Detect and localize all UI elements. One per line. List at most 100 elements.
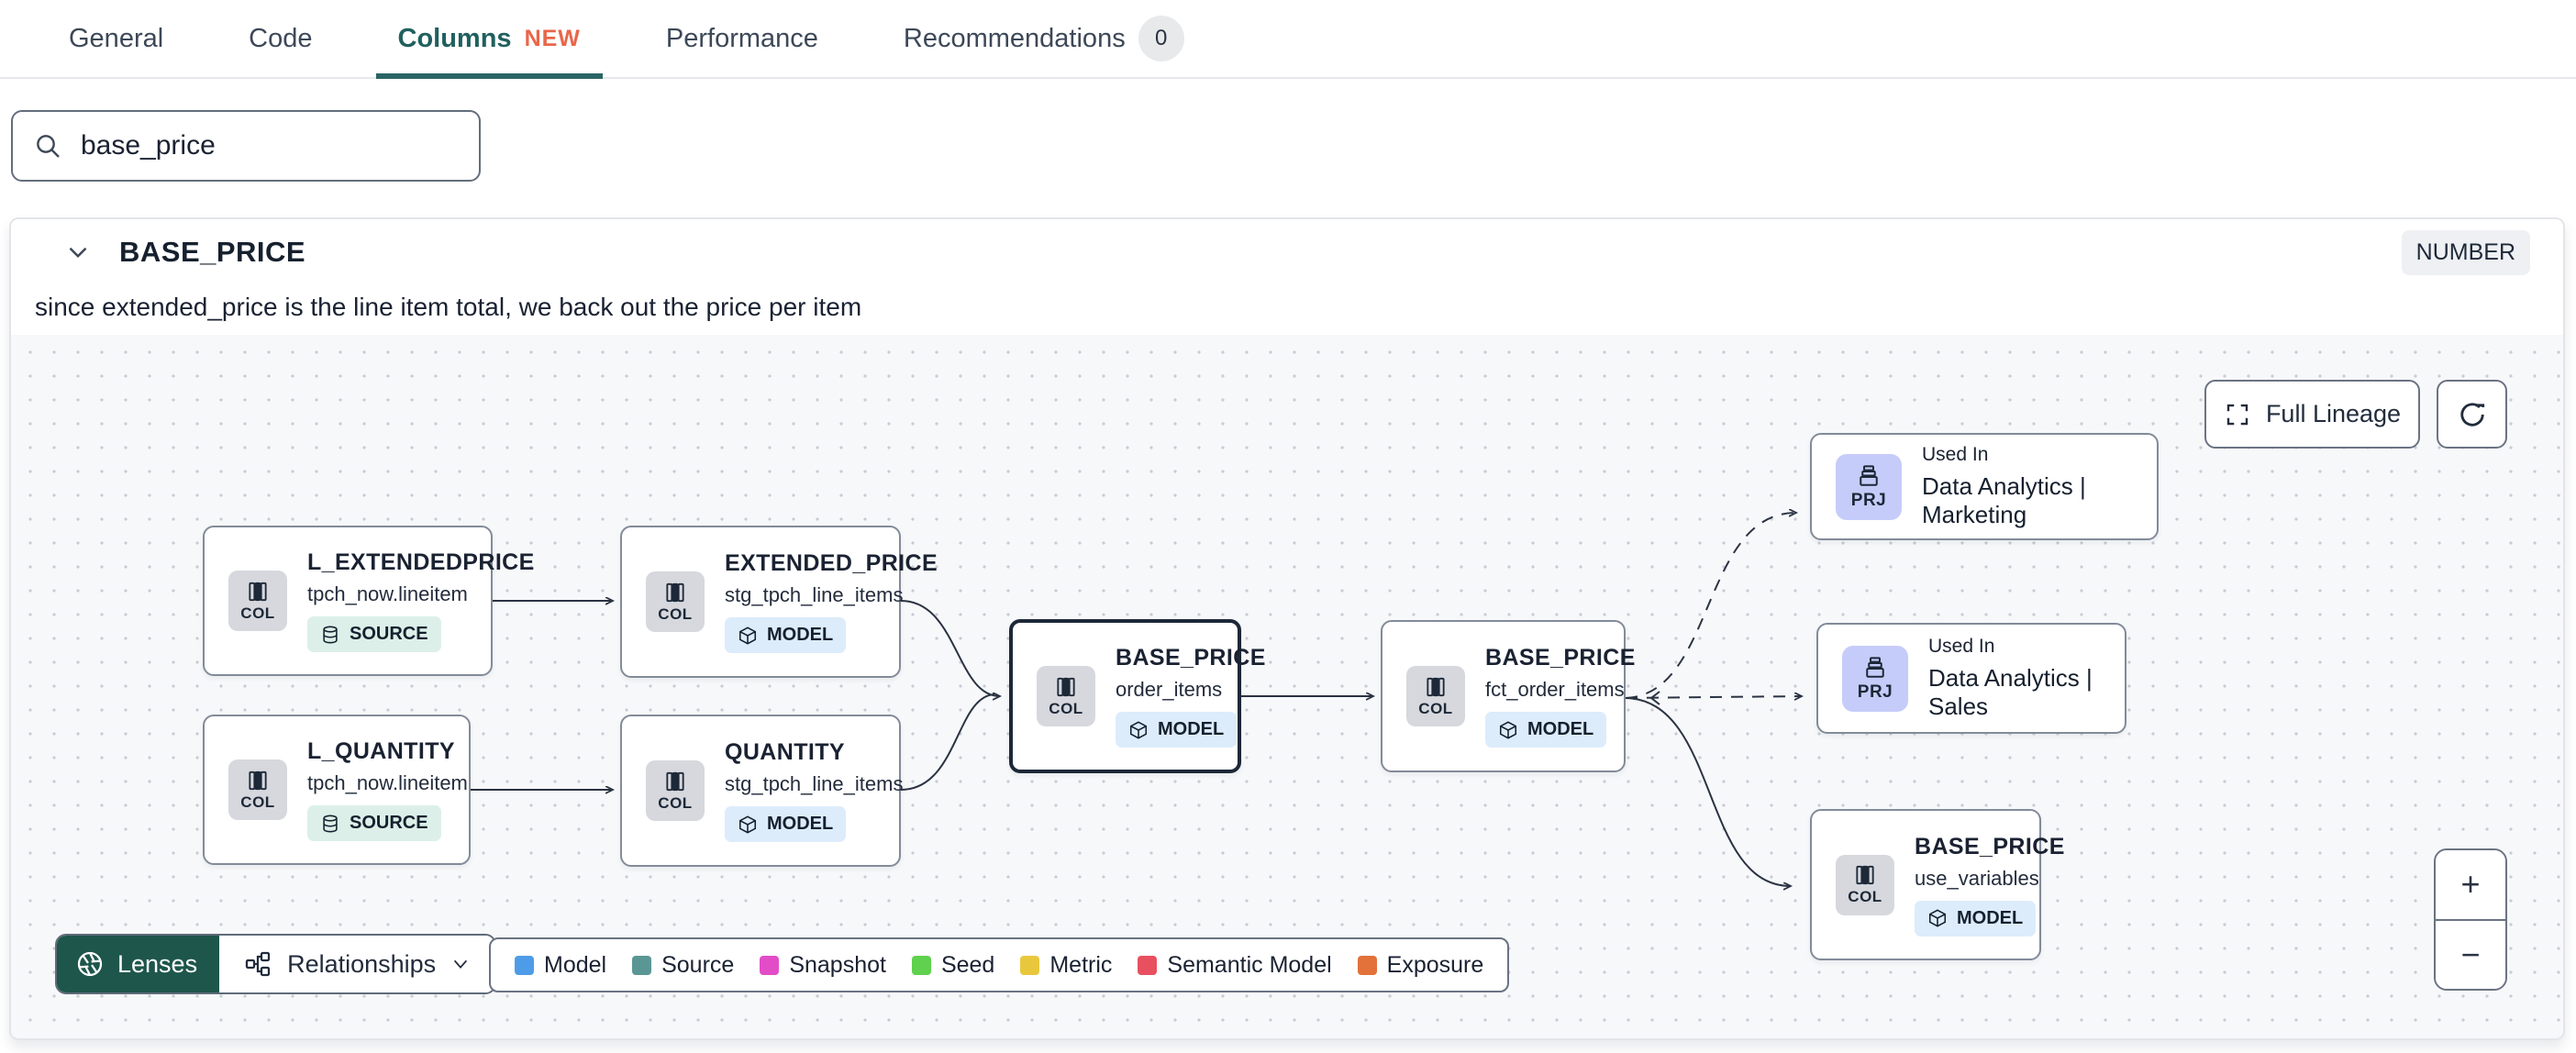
collapse-chevron-icon[interactable] bbox=[62, 237, 94, 268]
columns-icon bbox=[666, 582, 684, 602]
chevron-down-icon bbox=[454, 959, 468, 970]
column-name: BASE_PRICE bbox=[119, 236, 306, 268]
model-badge: MODEL bbox=[1116, 712, 1238, 748]
columns-icon bbox=[249, 582, 267, 601]
tab-label: Performance bbox=[665, 23, 818, 53]
lineage-node-base-price-use-variables[interactable]: COL BASE_PRICE use_variables MODEL bbox=[1810, 809, 2064, 960]
lenses-button[interactable]: Lenses bbox=[57, 936, 220, 992]
model-badge: MODEL bbox=[1485, 712, 1607, 748]
columns-icon bbox=[1057, 677, 1075, 696]
node-subtitle: stg_tpch_line_items bbox=[725, 772, 904, 795]
zoom-controls: + − bbox=[2434, 848, 2507, 991]
relationships-dropdown[interactable]: Relationships bbox=[219, 936, 495, 992]
model-badge: MODEL bbox=[725, 617, 847, 653]
node-subtitle: stg_tpch_line_items bbox=[725, 583, 904, 606]
legend-item: Model bbox=[515, 952, 606, 979]
search-icon bbox=[37, 135, 60, 158]
relationships-icon bbox=[245, 951, 271, 977]
column-chip: COL bbox=[228, 571, 287, 631]
legend-swatch bbox=[1020, 955, 1040, 975]
project-stack-icon bbox=[1866, 657, 1884, 678]
legend-swatch bbox=[911, 955, 931, 975]
lineage-node-used-in-sales[interactable]: PRJ Used In Data Analytics | Sales bbox=[1816, 623, 2126, 734]
legend-item: Seed bbox=[911, 951, 995, 979]
lens-toolbar: Lenses Relationships bbox=[55, 934, 497, 994]
tab-label: Columns bbox=[397, 23, 512, 53]
lineage-node-base-price-order-items[interactable]: COL BASE_PRICE order_items MODEL bbox=[1009, 619, 1265, 773]
column-chip: COL bbox=[646, 760, 705, 821]
columns-icon bbox=[1856, 865, 1874, 885]
search-row bbox=[0, 79, 2576, 182]
node-subtitle: order_items bbox=[1116, 678, 1223, 701]
lineage-node-l-extendedprice[interactable]: COL L_EXTENDEDPRICE tpch_now.lineitem SO… bbox=[203, 526, 534, 676]
legend-item: Snapshot bbox=[760, 952, 886, 979]
node-title: BASE_PRICE bbox=[1116, 645, 1266, 671]
tab-general[interactable]: General bbox=[47, 0, 185, 77]
tab-bar: General Code Columns NEW Performance Rec… bbox=[0, 0, 2576, 79]
legend-swatch bbox=[1138, 955, 1158, 975]
legend-swatch bbox=[1357, 955, 1377, 975]
columns-icon bbox=[666, 771, 684, 791]
used-in-label: Used In bbox=[1928, 636, 1995, 657]
tab-label: General bbox=[69, 23, 164, 53]
column-chip: COL bbox=[1037, 666, 1095, 726]
lineage-node-used-in-marketing[interactable]: PRJ Used In Data Analytics | Marketing bbox=[1810, 433, 2159, 540]
cube-icon bbox=[1928, 909, 1947, 927]
node-title: Data Analytics | Sales bbox=[1928, 664, 2093, 720]
lineage-node-base-price-fct-order-items[interactable]: COL BASE_PRICE fct_order_items MODEL bbox=[1381, 620, 1635, 772]
column-chip: COL bbox=[1406, 666, 1465, 726]
column-panel: BASE_PRICE NUMBER since extended_price i… bbox=[9, 217, 2565, 1040]
column-description: since extended_price is the line item to… bbox=[35, 293, 862, 321]
aperture-icon bbox=[77, 951, 103, 977]
legend-label: Model bbox=[544, 951, 607, 978]
node-subtitle: use_variables bbox=[1915, 866, 2039, 890]
legend-label: Snapshot bbox=[789, 951, 886, 978]
column-panel-header: BASE_PRICE NUMBER bbox=[11, 219, 2563, 285]
node-title: QUANTITY bbox=[725, 739, 845, 765]
cube-icon bbox=[1499, 720, 1517, 739]
columns-icon bbox=[249, 770, 267, 790]
source-badge: SOURCE bbox=[307, 616, 441, 652]
lineage-node-l-quantity[interactable]: COL L_QUANTITY tpch_now.lineitem SOURCE bbox=[203, 715, 471, 865]
tab-performance[interactable]: Performance bbox=[644, 0, 840, 77]
zoom-out-button[interactable]: − bbox=[2436, 920, 2505, 989]
legend-item: Metric bbox=[1020, 952, 1112, 979]
legend-label: Source bbox=[661, 951, 735, 978]
lineage-node-quantity[interactable]: COL QUANTITY stg_tpch_line_items MODEL bbox=[620, 715, 904, 867]
database-icon bbox=[323, 626, 338, 643]
legend-label: Exposure bbox=[1386, 951, 1484, 978]
node-subtitle: fct_order_items bbox=[1485, 678, 1625, 701]
cube-icon bbox=[738, 815, 757, 834]
tab-code[interactable]: Code bbox=[227, 0, 334, 77]
refresh-icon bbox=[2459, 402, 2484, 427]
node-title: EXTENDED_PRICE bbox=[725, 550, 938, 576]
tab-recommendations[interactable]: Recommendations 0 bbox=[882, 0, 1206, 77]
column-chip: COL bbox=[1836, 854, 1894, 915]
lineage-canvas[interactable]: COL L_EXTENDEDPRICE tpch_now.lineitem SO… bbox=[11, 335, 2563, 1038]
legend-item: Semantic Model bbox=[1138, 951, 1332, 979]
recommendations-count-badge: 0 bbox=[1138, 16, 1184, 61]
model-badge: MODEL bbox=[1915, 900, 2037, 937]
node-title: Data Analytics | Marketing bbox=[1922, 472, 2086, 528]
refresh-button[interactable] bbox=[2437, 380, 2507, 449]
zoom-in-button[interactable]: + bbox=[2436, 850, 2505, 921]
search-input[interactable] bbox=[11, 110, 481, 182]
full-lineage-button[interactable]: Full Lineage bbox=[2204, 380, 2420, 449]
column-chip: COL bbox=[646, 571, 705, 632]
node-subtitle: tpch_now.lineitem bbox=[307, 771, 468, 794]
project-chip: PRJ bbox=[1842, 645, 1908, 712]
node-subtitle: tpch_now.lineitem bbox=[307, 582, 468, 605]
legend-label: Seed bbox=[940, 951, 995, 978]
lineage-node-extended-price[interactable]: COL EXTENDED_PRICE stg_tpch_line_items M… bbox=[620, 526, 938, 678]
model-badge: MODEL bbox=[725, 806, 847, 842]
columns-icon bbox=[1427, 677, 1445, 696]
legend-item: Source bbox=[632, 952, 734, 979]
node-title: L_EXTENDEDPRICE bbox=[307, 549, 535, 575]
new-badge: NEW bbox=[524, 25, 581, 51]
column-type-badge: NUMBER bbox=[2401, 229, 2530, 275]
legend-label: Semantic Model bbox=[1167, 951, 1332, 978]
tab-columns[interactable]: Columns NEW bbox=[375, 0, 604, 79]
expand-icon bbox=[2226, 404, 2248, 425]
database-icon bbox=[323, 815, 338, 832]
cube-icon bbox=[1129, 720, 1148, 739]
